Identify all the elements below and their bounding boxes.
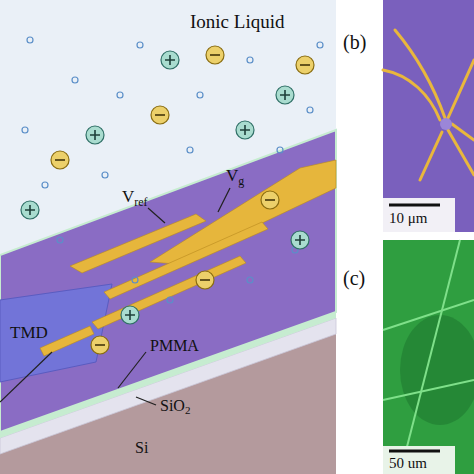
electrode-trace — [452, 124, 474, 140]
solvent-dot — [102, 172, 108, 178]
solvent-dot — [117, 92, 123, 98]
gate-electrode — [150, 160, 336, 264]
solvent-dot — [187, 147, 193, 153]
layer-label: PMMA — [150, 338, 199, 354]
electrode-trace — [448, 60, 474, 118]
solvent-dot — [247, 277, 253, 283]
voltage-subscript: ref — [134, 196, 147, 208]
solvent-dot — [137, 42, 143, 48]
electrode-trace — [395, 30, 445, 118]
layer-subscript: 2 — [185, 405, 191, 416]
tmd-flake — [0, 284, 112, 382]
solvent-dot — [167, 297, 173, 303]
cation-group — [21, 51, 309, 324]
contact-electrode — [40, 326, 94, 356]
scale-bar-label: 50 um — [389, 456, 427, 471]
scale-bar — [389, 204, 440, 207]
leader-line — [136, 397, 156, 405]
minus-signs — [55, 55, 310, 345]
anion-group — [51, 46, 314, 354]
ionic-liquid-ground — [0, 0, 336, 474]
scale-bar-box — [383, 446, 455, 474]
sample-flake — [440, 118, 452, 130]
solvent-dot — [72, 77, 78, 83]
solvent-dot — [247, 57, 253, 63]
solvent-dot — [277, 147, 283, 153]
contact-electrode — [92, 256, 246, 329]
panel-label: (c) — [343, 268, 365, 288]
solvent-dot — [27, 37, 33, 43]
scale-bar-box — [383, 198, 455, 232]
scale-bar — [389, 450, 440, 453]
solvent-dot — [317, 42, 323, 48]
electrode-trace — [400, 240, 460, 474]
solvent-dot — [57, 237, 63, 243]
leader-line — [218, 188, 230, 212]
micrograph-b — [383, 0, 474, 232]
panel-label: (b) — [343, 32, 366, 52]
layer-label: Si — [135, 440, 148, 456]
voltage-label: V — [122, 188, 134, 205]
electrode-trace — [383, 300, 474, 330]
electrode-trace — [420, 132, 442, 180]
scale-bar-label: 10 μm — [389, 211, 427, 226]
solvent-dot — [197, 92, 203, 98]
leader-line — [118, 352, 146, 388]
pmma-top-surface — [0, 130, 336, 432]
layer-label: TMD — [10, 324, 48, 341]
electrode-trace — [383, 70, 440, 120]
plus-signs — [25, 55, 305, 320]
leader-line — [148, 208, 165, 223]
voltage-subscript: g — [238, 175, 244, 187]
leader-line — [0, 352, 52, 402]
layer-label: SiO — [160, 398, 185, 414]
liquid-label: Ionic Liquid — [190, 12, 284, 31]
voltage-label: V — [226, 167, 238, 184]
solvent-dot — [42, 182, 48, 188]
electrode-trace — [448, 130, 474, 175]
solvent-dot — [132, 277, 138, 283]
solvent-dot — [22, 127, 28, 133]
solvent-dot — [307, 107, 313, 113]
electrode-trace — [383, 380, 474, 400]
